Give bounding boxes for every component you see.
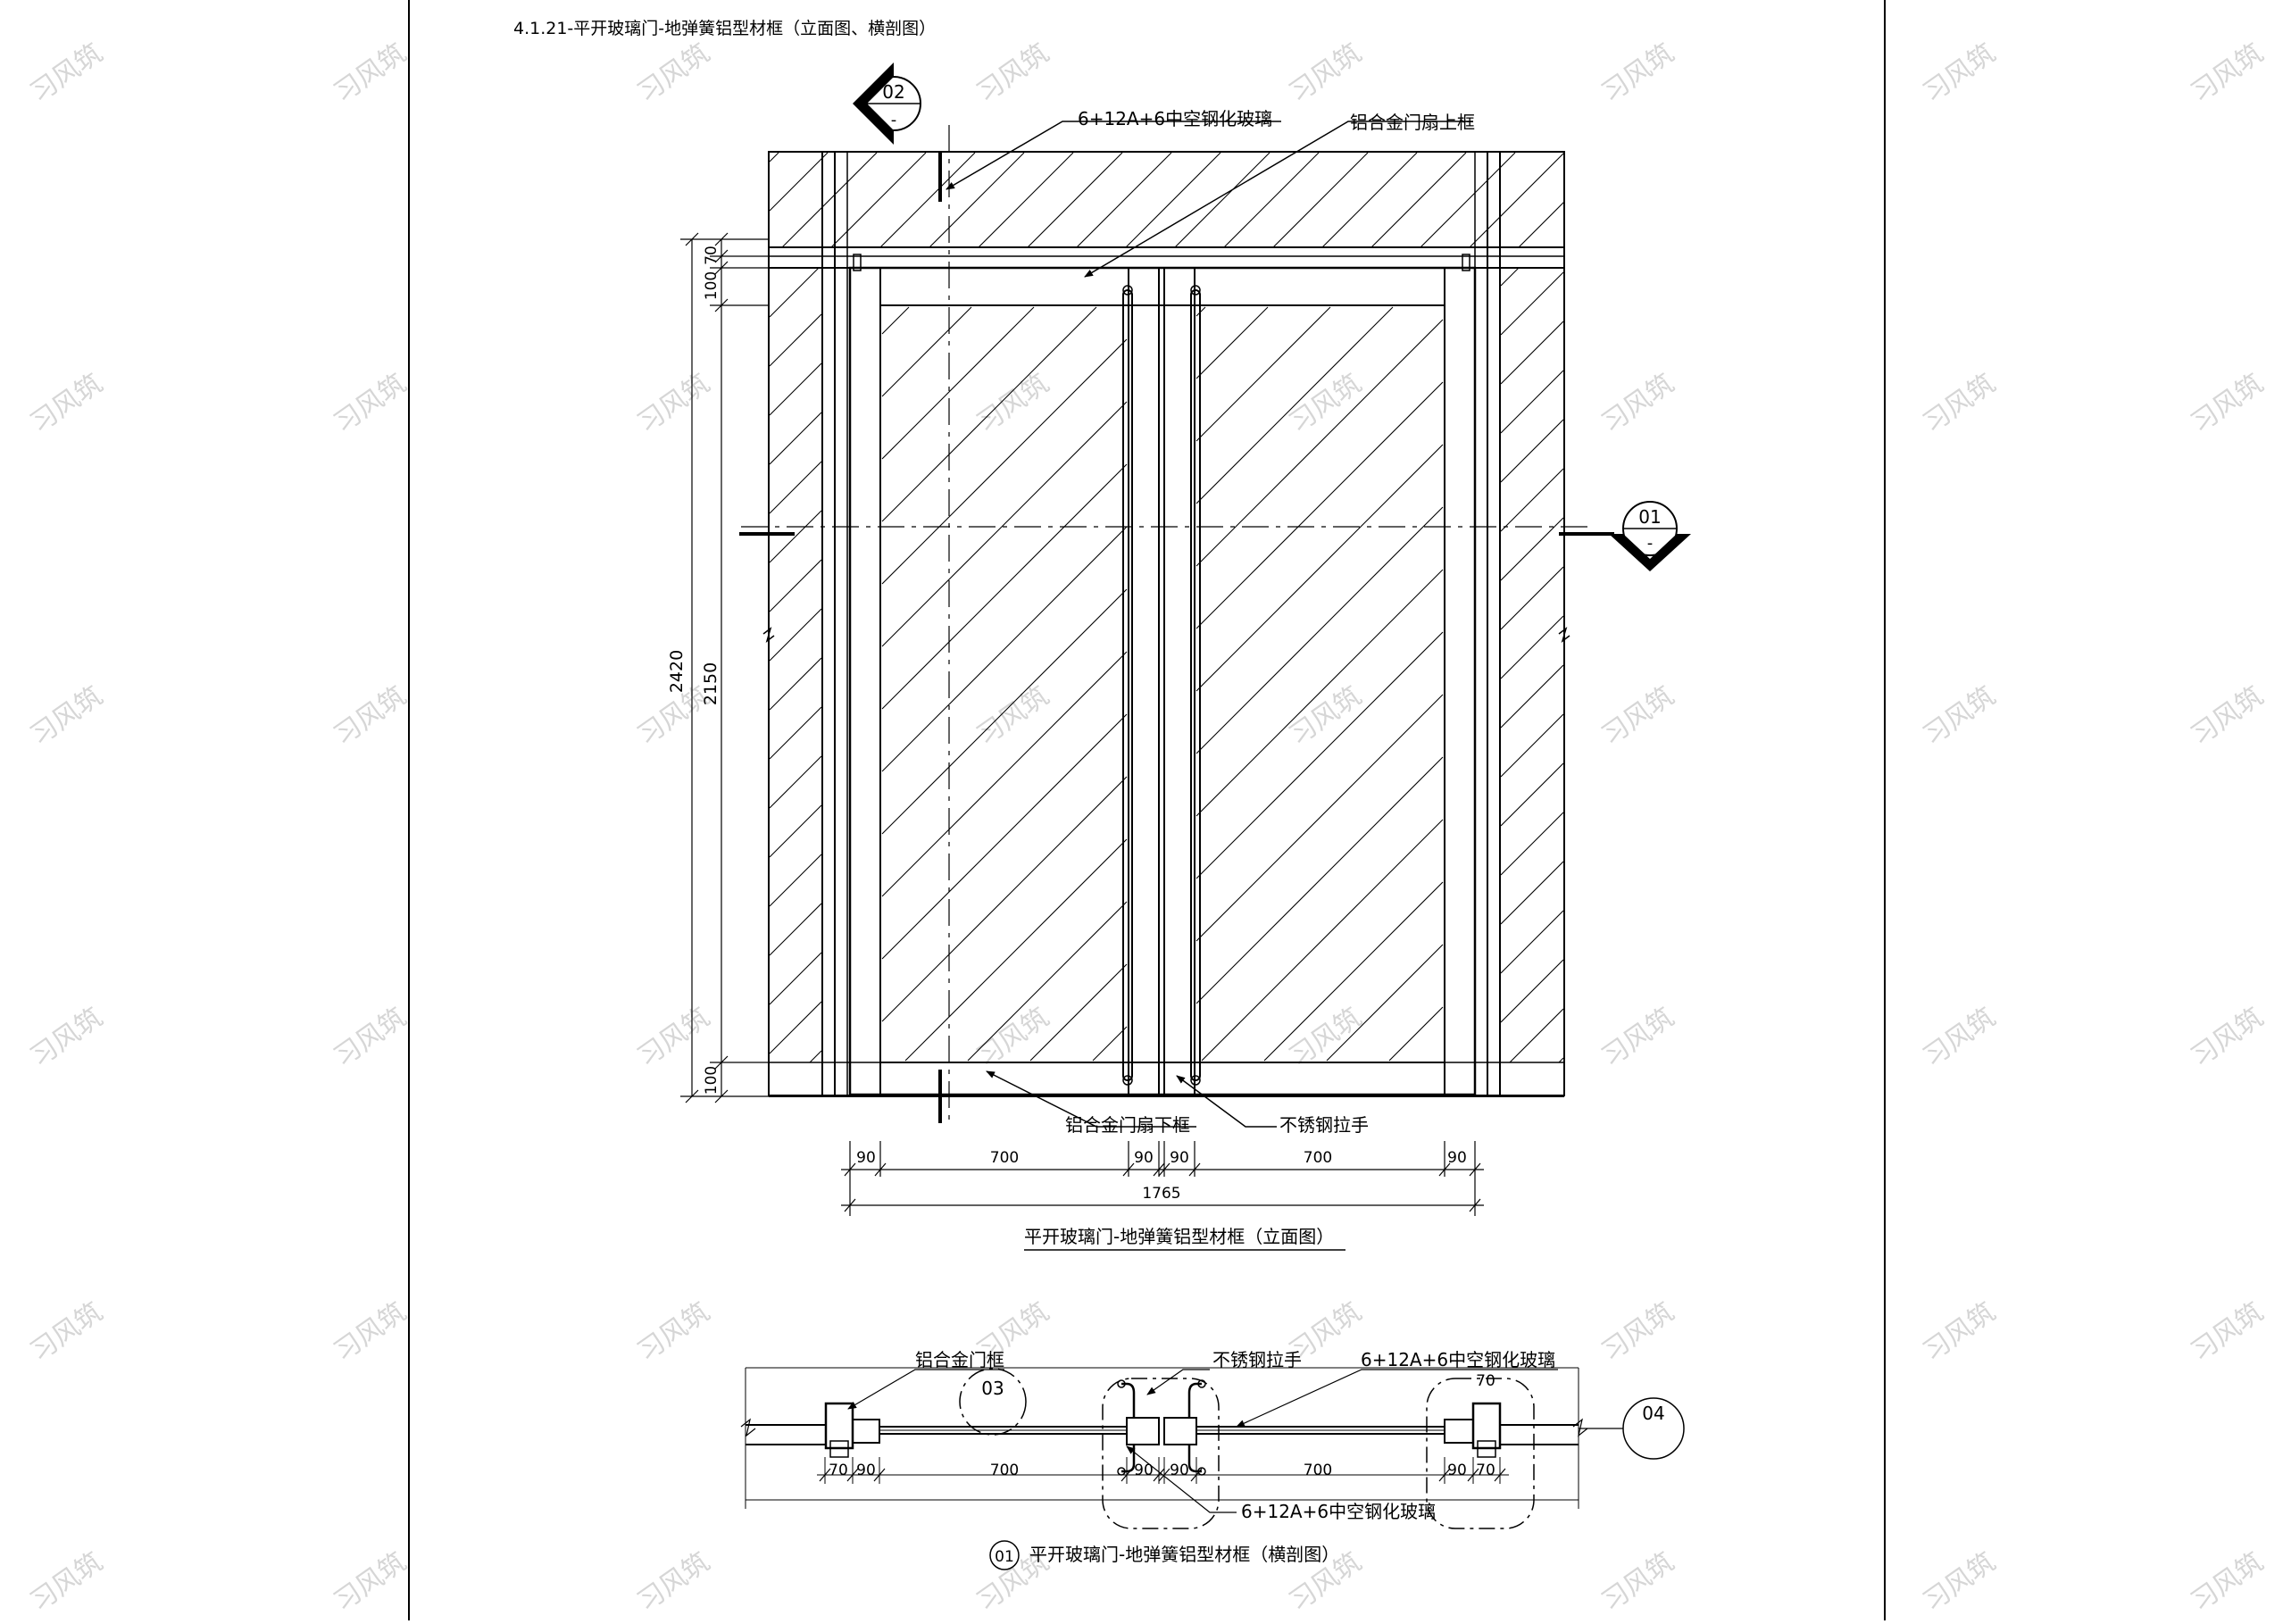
sheet-title: 4.1.21-平开玻璃门-地弹簧铝型材框（立面图、横剖图） [513,19,936,38]
section-view [740,1367,1685,1529]
door-frame [848,266,1477,1096]
elevation-leaders [946,121,1473,1128]
dim-h-f: 90 [1447,1149,1467,1167]
watermark-text: 习风筑 [1918,1546,2002,1618]
section-dim-3: 700 [990,1462,1019,1479]
dim-h-b: 700 [990,1149,1019,1167]
section-dim-7: 90 [1447,1462,1467,1479]
handle-right [1190,289,1201,1081]
section-mark-01: 01 - [1609,501,1691,571]
callout-03-circle [959,1368,1027,1436]
watermark-text: 习风筑 [1596,1546,1680,1618]
watermark-text: 习风筑 [632,1296,716,1368]
section-mark-01-sub: - [1647,534,1654,553]
dim-v-top-b: 70 [703,246,721,265]
section-caption-id: 01 [995,1548,1014,1566]
glass-hatching [769,152,1565,1063]
dim-h-e: 700 [1304,1149,1332,1167]
handle-left [1122,289,1133,1081]
watermark-text: 习风筑 [25,1296,109,1368]
watermark-text: 习风筑 [1596,680,1680,752]
elevation-view [762,151,1570,1097]
callout-03-text: 03 [981,1378,1004,1399]
watermark-text: 习风筑 [632,37,716,109]
section-mark-02-sub: - [891,111,897,129]
vertical-dimensions [680,232,769,1103]
horizontal-dimensions [841,1141,1484,1216]
dim-h-c: 90 [1134,1149,1154,1167]
dim-v-total: 2420 [667,650,687,693]
watermark-text: 习风筑 [329,1002,412,1073]
watermark-text: 习风筑 [2186,368,2270,439]
section-dim-8: 70 [1476,1462,1495,1479]
watermark-text: 习风筑 [329,368,412,439]
section-mark-01-id: 01 [1638,506,1661,528]
section-cut-marks [739,152,1614,1123]
section-dim-6: 700 [1304,1462,1332,1479]
watermark-text: 习风筑 [632,368,716,439]
section-mark-02-id: 02 [882,81,904,103]
watermark-text: 习风筑 [329,37,412,109]
section-caption: 平开玻璃门-地弹簧铝型材框（横剖图） [1029,1544,1339,1565]
detail-box-right [1426,1378,1535,1529]
watermark-text: 习风筑 [971,368,1055,439]
label-top-frame: 铝合金门扇上框 [1350,112,1475,133]
watermark-text: 习风筑 [329,1296,412,1368]
watermark-text: 习风筑 [329,680,412,752]
label-handle: 不锈钢拉手 [1279,1114,1369,1136]
dim-v-top-a: 100 [703,271,721,300]
elevation-caption: 平开玻璃门-地弹簧铝型材框（立面图） [1024,1226,1334,1247]
section-caption-badge [989,1540,1020,1570]
section-label-glass-bottom: 6+12A+6中空钢化玻璃 [1241,1501,1436,1522]
watermark-text: 习风筑 [1596,368,1680,439]
section-dim-top-right: 70 [1476,1372,1495,1390]
watermark-text: 习风筑 [25,37,109,109]
watermark-text: 习风筑 [2186,1546,2270,1618]
dim-v-bottom: 100 [703,1066,721,1095]
watermark-text: 习风筑 [25,1002,109,1073]
watermark-text: 习风筑 [1918,368,2002,439]
label-bottom-frame: 铝合金门扇下框 [1065,1114,1190,1136]
dim-h-a: 90 [856,1149,876,1167]
watermark-text: 习风筑 [2186,37,2270,109]
section-mark-02: 02 - [853,62,921,145]
dim-h-total: 1765 [1142,1185,1180,1203]
watermark-text: 习风筑 [2186,1002,2270,1073]
section-dim-1: 70 [829,1462,848,1479]
watermark-text: 习风筑 [1596,37,1680,109]
label-glass-top: 6+12A+6中空钢化玻璃 [1078,108,1272,129]
watermark-text: 习风筑 [971,37,1055,109]
watermark-text: 习风筑 [1284,37,1368,109]
watermark-text: 习风筑 [25,368,109,439]
glass-pane-right [1194,304,1445,1063]
watermark-text: 习风筑 [1918,680,2002,752]
watermark-text: 习风筑 [632,1546,716,1618]
section-dim-2: 90 [856,1462,876,1479]
dim-h-d: 90 [1170,1149,1189,1167]
watermark-text: 习风筑 [329,1546,412,1618]
watermark-text: 习风筑 [1918,1296,2002,1368]
watermark-text: 习风筑 [25,680,109,752]
dim-v-main: 2150 [701,662,721,705]
callout-04-text: 04 [1642,1403,1664,1424]
section-dim-5: 90 [1170,1462,1189,1479]
watermark-layer: 习风筑习风筑习风筑习风筑习风筑习风筑习风筑习风筑习风筑习风筑习风筑习风筑习风筑习… [25,37,2270,1618]
center-lines [741,125,1589,1120]
watermark-text: 习风筑 [1918,37,2002,109]
watermark-text: 习风筑 [1596,1296,1680,1368]
glass-pane-left [879,304,1129,1063]
watermark-text: 习风筑 [2186,1296,2270,1368]
watermark-text: 习风筑 [25,1546,109,1618]
section-dim-4: 90 [1134,1462,1154,1479]
watermark-text: 习风筑 [971,680,1055,752]
watermark-text: 习风筑 [632,1002,716,1073]
section-label-glass-top: 6+12A+6中空钢化玻璃 [1361,1349,1555,1370]
watermark-text: 习风筑 [1918,1002,2002,1073]
watermark-text: 习风筑 [2186,680,2270,752]
section-label-frame: 铝合金门框 [915,1349,1004,1370]
section-label-handle: 不锈钢拉手 [1212,1349,1302,1370]
watermark-text: 习风筑 [1596,1002,1680,1073]
